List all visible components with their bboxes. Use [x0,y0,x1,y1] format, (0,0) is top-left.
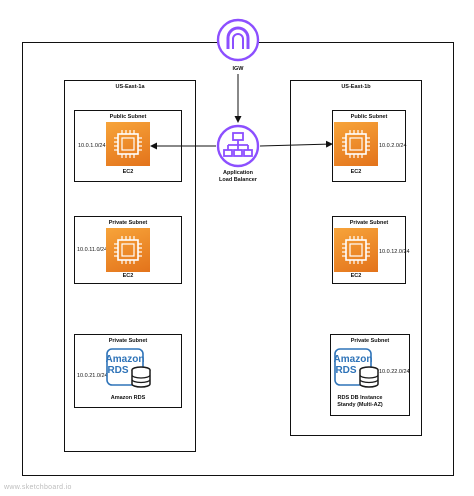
subnet-public-1b-title: Public Subnet [350,114,388,120]
subnet-public-1a-title: Public Subnet [109,114,147,120]
ec2-caption: EC2 [122,273,134,279]
amazon-rds-icon: Amazon RDS [106,348,154,390]
ec2-icon [334,228,378,272]
subnet-private-app-1a-cidr: 10.0.11.0/24 [77,247,108,253]
subnet-private-app-1b [332,216,406,284]
az-us-east-1a-title: US-East-1a [115,84,145,90]
internet-gateway-icon [216,18,260,62]
az-us-east-1a [64,80,196,452]
rds-logo-line2: RDS [335,365,356,376]
alb-label-line2: Load Balancer [219,177,257,183]
subnet-private-db-1a-title: Private Subnet [108,338,148,344]
subnet-private-db-1a-cidr: 10.0.21.0/24 [77,373,108,379]
subnet-private-app-1a [74,216,182,284]
load-balancer-icon [216,124,260,168]
subnet-public-1a-cidr: 10.0.1.0/24 [78,143,106,149]
alb-label-line1: Application [223,170,253,176]
az-us-east-1b [290,80,422,436]
rds-logo-line2: RDS [107,365,128,376]
ec2-caption: EC2 [122,169,134,175]
watermark: www.sketchboard.io [4,484,72,491]
subnet-private-db-1b [330,334,410,416]
subnet-private-app-1b-cidr: 10.0.12.0/24 [379,249,410,255]
subnet-private-app-1a-title: Private Subnet [108,220,148,226]
igw-label: IGW [232,66,244,72]
alb-to-ec2-1b-arrow [259,140,333,148]
ec2-caption: EC2 [350,169,362,175]
ec2-caption: EC2 [350,273,362,279]
rds-logo-line1: Amazon [334,354,372,365]
rds-caption-line1: RDS DB Instance [337,395,383,401]
ec2-icon [106,228,150,272]
rds-logo-line1: Amazon [106,354,144,365]
rds-caption-line2: Standy (Multi-AZ) [337,402,383,408]
ec2-icon [106,122,150,166]
amazon-rds-icon: Amazon RDS [334,348,382,390]
ec2-icon [334,122,378,166]
rds-caption: Amazon RDS [110,395,146,401]
subnet-private-db-1a [74,334,182,408]
az-us-east-1b-title: US-East-1b [341,84,371,90]
subnet-private-db-1b-title: Private Subnet [350,338,390,344]
subnet-public-1b-cidr: 10.0.2.0/24 [379,143,407,149]
subnet-private-db-1b-cidr: 10.0.22.0/24 [379,369,410,375]
subnet-private-app-1b-title: Private Subnet [349,220,389,226]
